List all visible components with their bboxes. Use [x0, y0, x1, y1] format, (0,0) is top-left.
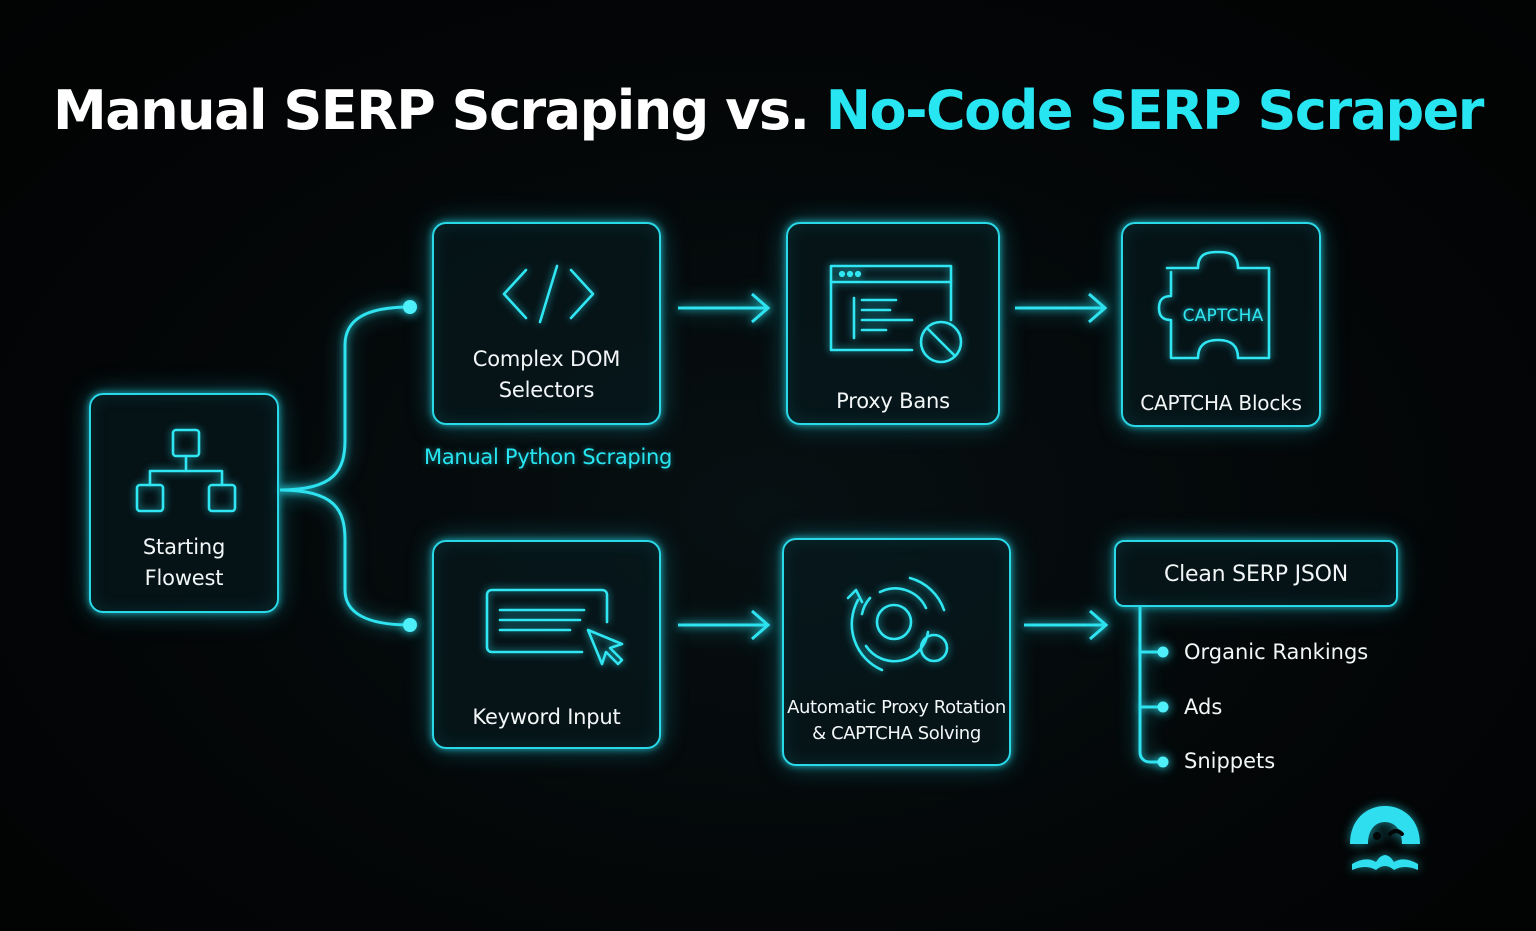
captcha-icon-text: CAPTCHA: [1182, 306, 1264, 326]
step-proxy-rotation: Automatic Proxy Rotation & CAPTCHA Solvi…: [782, 538, 1011, 766]
output-title: Clean SERP JSON: [1163, 562, 1349, 587]
output-tree-line: [1138, 606, 1163, 764]
step-keyword-input: Keyword Input: [432, 540, 661, 749]
title-part-nocode: No-Code SERP Scraper: [825, 79, 1485, 142]
branch-connector-top: [279, 305, 411, 492]
output-item-snippets: Snippets: [1184, 749, 1276, 773]
output-item-organic-rankings: Organic Rankings: [1184, 640, 1369, 664]
input-cursor-icon: [485, 588, 624, 666]
step-proxy-bans-label: Proxy Bans: [836, 389, 950, 413]
bullet-dot-snippets: [1157, 756, 1169, 768]
bullet-dot-organic: [1157, 646, 1169, 658]
step-complex-dom-label-line2: Selectors: [498, 378, 595, 402]
browser-blocked-icon: [829, 264, 963, 364]
arrow-dom-to-proxy: [678, 292, 771, 324]
step-complex-dom-selectors: Complex DOM Selectors: [432, 222, 661, 425]
branch-connector-bottom: [279, 488, 411, 627]
rotation-icon: [846, 576, 949, 672]
mascot-logo-icon: [1350, 806, 1420, 870]
arrow-proxy-to-captcha: [1015, 292, 1108, 324]
step-complex-dom-label-line1: Complex DOM: [472, 347, 621, 371]
step-proxy-rotation-label-line2: & CAPTCHA Solving: [812, 723, 981, 744]
branch-dot-top: [403, 300, 417, 314]
start-node-label-line2: Flowest: [144, 566, 224, 590]
arrow-rotation-to-output: [1024, 609, 1109, 641]
step-proxy-bans: Proxy Bans: [786, 222, 1000, 425]
output-item-ads: Ads: [1184, 695, 1223, 719]
step-captcha-blocks: CAPTCHA CAPTCHA Blocks: [1121, 222, 1321, 427]
arrow-keyword-to-rotation: [678, 609, 771, 641]
title-part-manual: Manual SERP Scraping vs.: [53, 79, 826, 142]
code-brackets-icon: [502, 264, 595, 324]
manual-path-caption: Manual Python Scraping: [424, 445, 673, 469]
start-node-label-line1: Starting: [142, 535, 226, 559]
puzzle-piece-icon: [1157, 250, 1271, 360]
branch-dot-bottom: [403, 618, 417, 632]
page-title: Manual SERP Scraping vs. No-Code SERP Sc…: [0, 78, 1536, 144]
hierarchy-icon: [135, 428, 237, 513]
bullet-dot-ads: [1157, 701, 1169, 713]
output-clean-serp-json: Clean SERP JSON: [1114, 540, 1398, 607]
step-captcha-blocks-label: CAPTCHA Blocks: [1140, 391, 1302, 415]
step-keyword-input-label: Keyword Input: [472, 705, 621, 729]
start-node: Starting Flowest: [89, 393, 279, 613]
step-proxy-rotation-label-line1: Automatic Proxy Rotation: [787, 697, 1006, 718]
